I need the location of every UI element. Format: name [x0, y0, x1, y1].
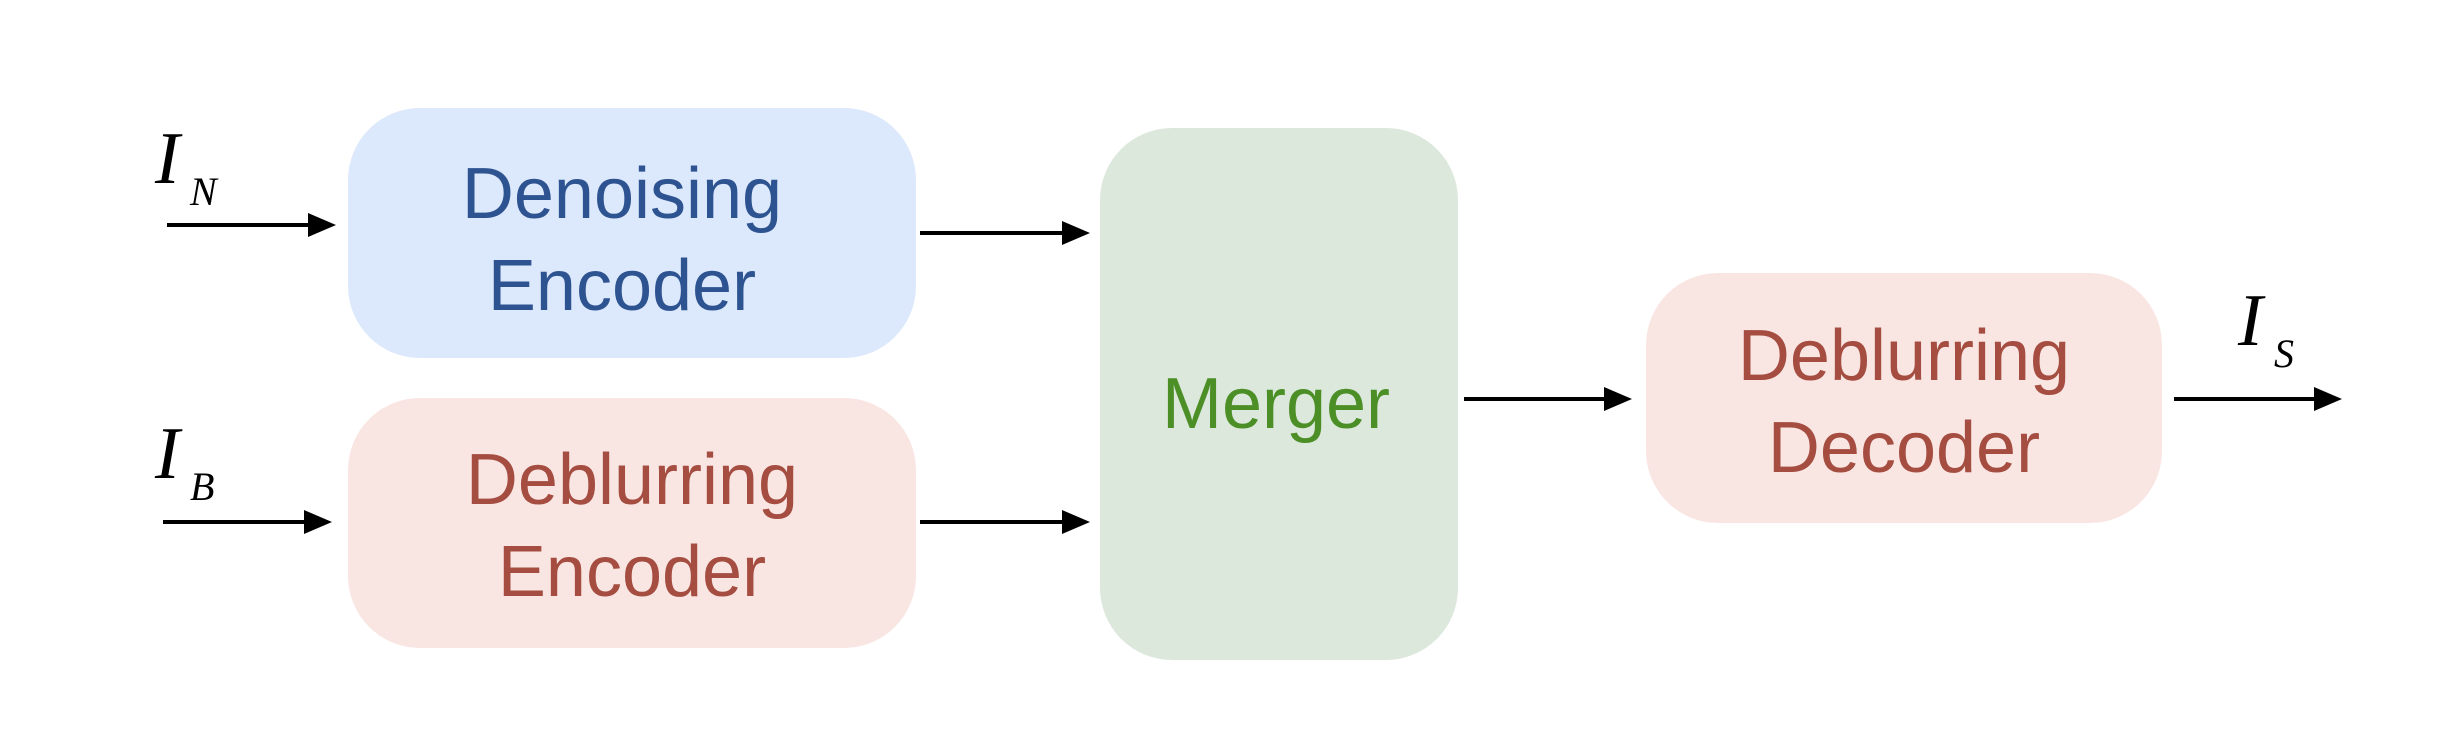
deblurring-decoder-box: Deblurring Decoder: [1646, 273, 2162, 523]
denoising-encoder-line2: Encoder: [488, 246, 756, 326]
deblurring-decoder-line2: Decoder: [1768, 408, 2040, 488]
arrow-input-blurred: [163, 510, 332, 534]
deblurring-encoder-line1: Deblurring: [466, 440, 798, 520]
merger-box: Merger: [1100, 128, 1458, 660]
input-label-blurred: I B: [154, 413, 214, 509]
merger-shape: [1100, 128, 1458, 660]
svg-text:I: I: [2237, 280, 2266, 362]
arrow-merger-to-decoder: [1464, 387, 1632, 411]
arrow-deblurring-to-merger: [920, 510, 1090, 534]
svg-text:B: B: [190, 464, 214, 509]
output-label: I S: [2237, 280, 2294, 376]
arrow-input-noisy: [167, 213, 336, 237]
denoising-encoder-shape: [348, 108, 916, 358]
arrow-denoising-to-merger: [920, 221, 1090, 245]
deblurring-decoder-line1: Deblurring: [1738, 316, 2070, 396]
denoising-encoder-line1: Denoising: [462, 154, 782, 234]
svg-text:I: I: [154, 118, 183, 200]
deblurring-encoder-line2: Encoder: [498, 532, 766, 612]
svg-text:N: N: [189, 169, 219, 214]
denoising-encoder-box: Denoising Encoder: [348, 108, 916, 358]
svg-text:I: I: [154, 413, 183, 495]
input-label-noisy: I N: [154, 118, 219, 214]
merger-label: Merger: [1162, 364, 1390, 444]
arrow-output: [2174, 387, 2342, 411]
deblurring-encoder-shape: [348, 398, 916, 648]
svg-text:S: S: [2274, 331, 2294, 376]
deblurring-decoder-shape: [1646, 273, 2162, 523]
deblurring-encoder-box: Deblurring Encoder: [348, 398, 916, 648]
